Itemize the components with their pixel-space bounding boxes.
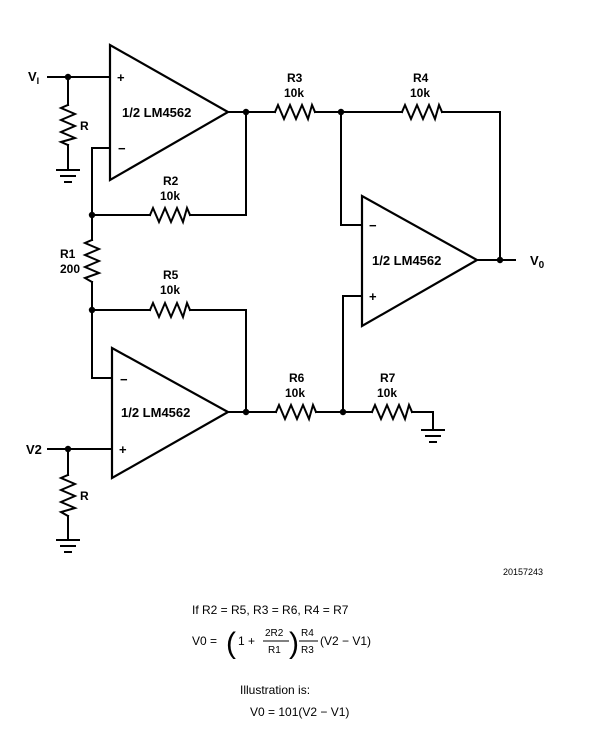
r1-name: R1 xyxy=(60,247,76,261)
resistor-r-top xyxy=(58,103,78,147)
opamp-right: − + 1/2 LM4562 xyxy=(360,194,480,328)
opamp-right-minus: − xyxy=(369,218,377,233)
opamp-bottom: − + 1/2 LM4562 xyxy=(110,346,231,480)
output-vo-label: V0 xyxy=(530,253,545,271)
r2-value: 10k xyxy=(160,189,180,203)
r1-value: 200 xyxy=(60,262,80,276)
resistor-r1 xyxy=(82,238,102,284)
r7-name: R7 xyxy=(380,371,396,385)
junction-r1-r5 xyxy=(88,306,96,314)
fraction-den-2: R3 xyxy=(301,645,314,656)
fraction-num-1: 2R2 xyxy=(265,628,284,639)
wires xyxy=(47,76,516,541)
opamp-right-plus: + xyxy=(369,289,377,304)
r3-value: 10k xyxy=(284,86,304,100)
resistor-r4 xyxy=(400,102,444,122)
opamp-bottom-minus: − xyxy=(120,372,128,387)
fraction-den-1: R1 xyxy=(268,645,281,656)
gain-equation: V0 = ( 1 + 2R2 R1 ) R4 R3 (V2 − V1) xyxy=(192,627,371,660)
r7-value: 10k xyxy=(377,386,397,400)
equation-lhs: V0 = xyxy=(192,634,217,648)
opamp-top-minus: − xyxy=(118,141,126,156)
resistor-r6 xyxy=(274,402,318,422)
illustration-equation: V0 = 101(V2 − V1) xyxy=(250,705,349,719)
opamp-right-label: 1/2 LM4562 xyxy=(372,253,441,268)
fraction-num-2: R4 xyxy=(301,628,314,639)
r4-value: 10k xyxy=(410,86,430,100)
r5-value: 10k xyxy=(160,283,180,297)
opamp-bottom-label: 1/2 LM4562 xyxy=(121,405,190,420)
illustration-label: Illustration is: xyxy=(240,683,310,697)
r-bottom-label: R xyxy=(80,489,89,503)
opamp-top: + − 1/2 LM4562 xyxy=(108,43,231,182)
r5-name: R5 xyxy=(163,268,179,282)
opamp-top-plus: + xyxy=(117,70,125,85)
ground-icon xyxy=(421,429,445,443)
input-v1-label: VI xyxy=(28,69,39,86)
r6-name: R6 xyxy=(289,371,305,385)
r2-name: R2 xyxy=(163,174,179,188)
ground-icon xyxy=(56,539,80,553)
input-v2-label: V2 xyxy=(26,442,42,457)
ground-icon xyxy=(56,169,80,183)
resistor-r5 xyxy=(148,300,192,320)
right-paren: ) xyxy=(289,627,299,660)
figure-code: 20157243 xyxy=(503,567,543,577)
junctions xyxy=(64,73,504,453)
junction-bottom-out xyxy=(242,408,250,416)
equation-one-plus: 1 + xyxy=(238,634,255,648)
equation-tail: (V2 − V1) xyxy=(320,634,371,648)
r4-name: R4 xyxy=(413,71,429,85)
resistor-r7 xyxy=(370,402,414,422)
resistor-r2 xyxy=(148,205,192,225)
junction-vout xyxy=(496,256,504,264)
resistor-r3 xyxy=(273,102,317,122)
junction-top-out xyxy=(242,108,250,116)
junction-v1 xyxy=(64,73,72,81)
r-top-label: R xyxy=(80,119,89,133)
resistor-r-bottom xyxy=(58,473,78,518)
junction-r2-r1 xyxy=(88,211,96,219)
opamp-bottom-plus: + xyxy=(119,442,127,457)
r6-value: 10k xyxy=(285,386,305,400)
junction-v2 xyxy=(64,445,72,453)
junction-r3-r4 xyxy=(337,108,345,116)
r3-name: R3 xyxy=(287,71,303,85)
junction-r6-r7 xyxy=(339,408,347,416)
opamp-top-label: 1/2 LM4562 xyxy=(122,105,191,120)
condition-text: If R2 = R5, R3 = R6, R4 = R7 xyxy=(192,603,349,617)
left-paren: ( xyxy=(226,627,236,660)
